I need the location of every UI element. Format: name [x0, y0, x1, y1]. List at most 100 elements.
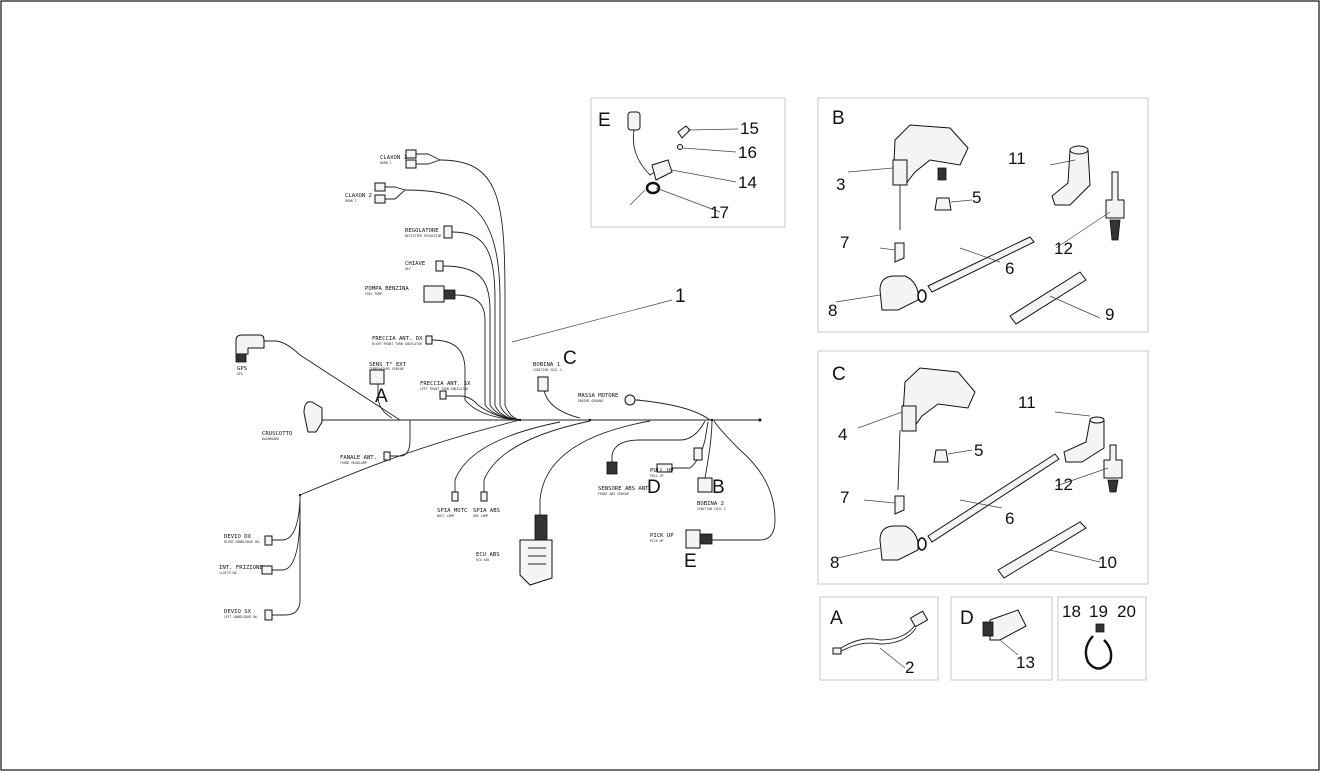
tie-20: 20 — [1117, 602, 1136, 621]
panel-e-letter: E — [598, 110, 611, 131]
harness-callouts: 1 A C D B E — [375, 286, 725, 572]
sublabel-gps: GPS — [237, 372, 243, 376]
label-claxon-2: CLAXON 2 — [345, 193, 372, 199]
panel-b-12: 12 — [1054, 239, 1073, 258]
sublabel-bobina-2: IGNITION COIL 2 — [697, 507, 726, 511]
sublabel-ecu-abs: ECU ABS — [476, 558, 490, 562]
temp-sensor-connector — [369, 369, 385, 385]
label-massa-motore: MASSA MOTORE — [578, 393, 619, 399]
label-pick-up: PICK UP — [650, 533, 674, 539]
callout-d: D — [647, 477, 661, 498]
panel-c-11: 11 — [1018, 393, 1036, 412]
detail-panel-a: A 2 — [819, 596, 939, 681]
panel-e-15: 15 — [740, 119, 759, 138]
bobina-1-connector — [537, 376, 549, 392]
sublabel-pompa-benzina: FUEL PUMP — [365, 292, 382, 296]
sublabel-int-frizione: CLUTCH SW. — [219, 571, 238, 575]
panel-c-letter: C — [832, 364, 846, 385]
panel-a-2: 2 — [905, 658, 914, 677]
panel-b-3: 3 — [836, 175, 845, 194]
sublabel-sensore-abs: FRONT ABS SENSOR — [598, 492, 629, 496]
freccia-dx-connector — [425, 335, 433, 345]
panel-c-10: 10 — [1098, 553, 1117, 572]
regolatore-connector — [443, 225, 453, 239]
label-sens-temp: SENS T° EXT — [369, 362, 407, 368]
wiring-harness — [262, 159, 776, 616]
devio-sx-connector — [264, 609, 273, 621]
label-devio-sx: DEVIO SX — [224, 609, 252, 615]
devio-dx-connector — [264, 535, 273, 546]
panel-b-11: 11 — [1008, 149, 1026, 168]
label-claxon-1: CLAXON 1 — [380, 155, 407, 161]
detail-panel-b: B 3 11 5 7 6 12 8 9 — [817, 97, 1149, 333]
label-cruscotto: CRUSCOTTO — [262, 431, 293, 437]
panel-c-8: 8 — [830, 553, 839, 572]
claxon-2-connector — [374, 182, 406, 204]
sublabel-devio-sx: LEFT HANDLEBAR SW. — [224, 615, 259, 619]
panel-b-letter: B — [832, 108, 845, 129]
sublabel-spia-motc: MOTC LAMP — [437, 514, 454, 518]
label-freccia-sx: FRECCIA ANT. SX — [420, 381, 471, 387]
sublabel-chiave: KEY — [405, 267, 411, 271]
panel-b-8: 8 — [828, 301, 837, 320]
tie-18: 18 — [1062, 602, 1081, 621]
harness-connectors — [235, 149, 713, 621]
callout-a: A — [375, 386, 388, 407]
label-freccia-dx: FRECCIA ANT. DX — [372, 336, 423, 342]
label-bobina-2: BOBINA 2 — [697, 501, 724, 507]
sublabel-freccia-dx: RIGHT FRONT TURN INDICATOR — [372, 342, 422, 346]
panel-b-6: 6 — [1005, 259, 1014, 278]
detail-panel-e: E 15 16 14 17 — [590, 97, 786, 228]
label-spia-motc: SPIA MOTC — [437, 508, 467, 514]
sublabel-devio-dx: RIGHT HANDLEBAR SW. — [224, 540, 261, 544]
callout-c: C — [563, 348, 577, 369]
pull-up-connector — [656, 463, 673, 473]
callout-b: B — [712, 477, 725, 498]
panel-c-12: 12 — [1054, 475, 1073, 494]
dashboard-unit — [303, 401, 323, 433]
callout-e: E — [684, 551, 697, 572]
panel-e-17: 17 — [710, 203, 729, 222]
ecu-abs-unit — [519, 514, 553, 586]
label-sensore-abs: SENSORE ABS ANT. — [598, 486, 652, 492]
label-pull-up: PULL UP — [650, 468, 674, 474]
pick-up-connector — [685, 529, 713, 549]
freccia-sx-connector — [439, 390, 447, 400]
sublabel-spia-abs: ABS LAMP — [473, 514, 488, 518]
bobina-2-connector — [697, 477, 713, 493]
sublabel-massa-motore: ENGINE GROUND — [578, 399, 603, 403]
frizione-connector — [261, 565, 273, 575]
panel-e-16: 16 — [738, 143, 757, 162]
detail-panel-cable-ties: 18 19 20 — [1057, 596, 1147, 681]
connector-labels: CLAXON 1 HORN 1 CLAXON 2 HORN 2 REGOLATO… — [219, 155, 726, 619]
detail-panel-d: D 13 — [950, 596, 1053, 681]
sublabel-bobina-1: IGNITION COIL 1 — [533, 368, 562, 372]
panel-e-14: 14 — [738, 173, 757, 192]
spia-motc-connector — [451, 491, 459, 502]
sublabel-sens-temp: TEMPERATURE SENSOR — [369, 367, 404, 371]
engine-ground-terminal — [624, 394, 640, 406]
sublabel-cruscotto: DASHBOARD — [262, 437, 279, 441]
tie-19: 19 — [1089, 602, 1108, 621]
label-pompa-benzina: POMPA BENZINA — [365, 286, 409, 292]
sublabel-claxon-1: HORN 1 — [380, 161, 392, 165]
label-int-frizione: INT. FRIZIONE — [219, 565, 263, 571]
chiave-connector — [435, 260, 444, 272]
spia-abs-connector — [480, 491, 488, 502]
label-devio-dx: DEVIO DX — [224, 534, 252, 540]
panel-d-letter: D — [960, 608, 974, 629]
panel-c-4: 4 — [838, 425, 847, 444]
label-chiave: CHIAVE — [405, 261, 426, 267]
panel-d-13: 13 — [1016, 653, 1035, 672]
gps-unit — [235, 334, 265, 363]
panel-b-5: 5 — [972, 188, 981, 207]
fuel-pump-connector — [423, 285, 456, 303]
panel-a-letter: A — [830, 608, 843, 629]
claxon-1-connector — [405, 149, 441, 169]
label-fanale: FANALE ANT. — [340, 455, 377, 461]
sublabel-pull-up: PULL UP — [650, 474, 664, 478]
panel-c-5: 5 — [974, 441, 983, 460]
